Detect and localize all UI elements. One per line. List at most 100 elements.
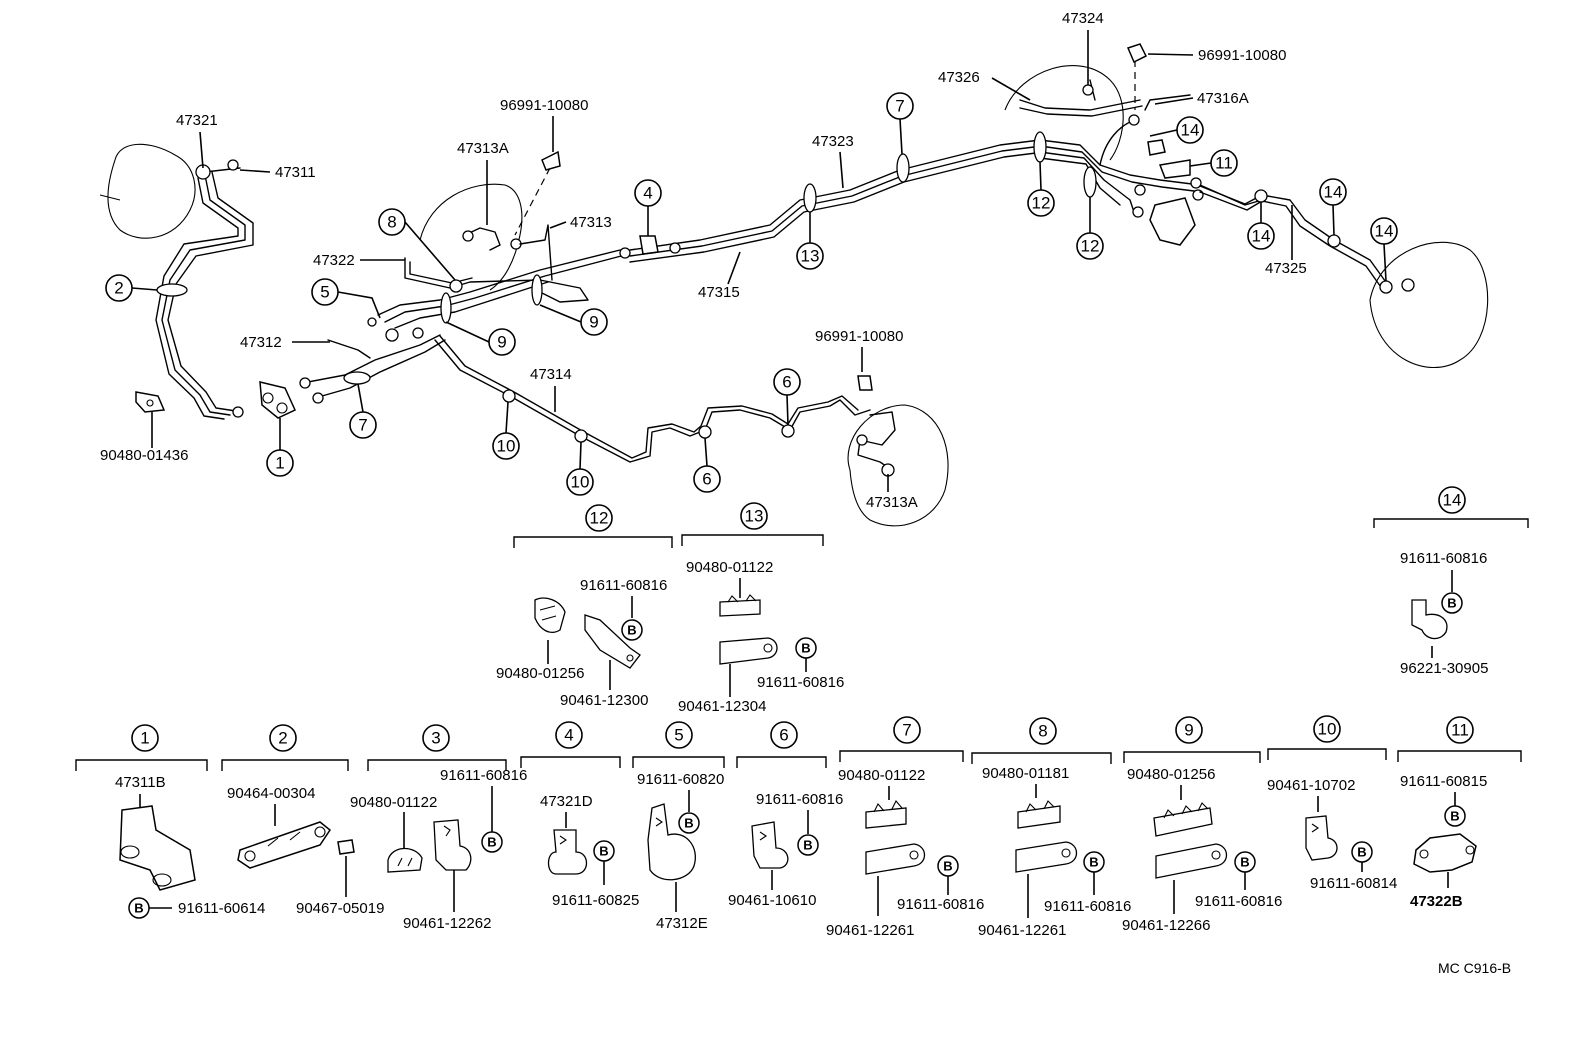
svg-text:9: 9: [497, 333, 506, 352]
svg-text:10: 10: [1318, 720, 1337, 739]
label-47325: 47325: [1265, 260, 1307, 277]
group-9-bolt-icon: B: [1234, 851, 1256, 873]
group-14-part-91611-60816: 91611-60816: [1400, 550, 1487, 567]
junction-block-1: [259, 381, 296, 419]
group-13-bolt-icon: B: [795, 637, 817, 659]
svg-text:3: 3: [431, 729, 440, 748]
group-13-part-90480-01122: 90480-01122: [686, 559, 773, 576]
group-8: 8 90480-01181 B 91611-60816 90461-12261: [971, 717, 1131, 939]
group-7: 7 90480-01122 B 91611-60816 90461-12261: [826, 716, 984, 939]
svg-text:2: 2: [278, 729, 287, 748]
svg-text:10: 10: [571, 473, 590, 492]
label-90480-01436: 90480-01436: [100, 447, 188, 464]
group-5-part-91611-60820: 91611-60820: [637, 771, 724, 788]
rear-left-brake-outline: [847, 375, 949, 527]
label-47313: 47313: [570, 214, 612, 231]
callout-11: 11: [1210, 149, 1238, 177]
callout-10a: 10: [492, 432, 520, 460]
group-1: 1 47311B B 91611-60614: [75, 724, 265, 919]
diagram-id: MC C916-B: [1438, 960, 1511, 976]
svg-text:B: B: [943, 859, 952, 874]
svg-text:14: 14: [1181, 121, 1200, 140]
svg-text:9: 9: [1184, 721, 1193, 740]
group-4-part-91611-60825: 91611-60825: [552, 892, 639, 909]
svg-text:7: 7: [902, 721, 911, 740]
group-7-part-91611-60816: 91611-60816: [897, 896, 984, 913]
front-brake-pipes-left: [155, 159, 254, 420]
grommet-90480-01436: [135, 391, 166, 413]
svg-text:12: 12: [590, 509, 609, 528]
group-9-number: 9: [1175, 716, 1203, 744]
group-7-number: 7: [893, 716, 921, 744]
label-47324: 47324: [1062, 10, 1104, 27]
group-5-number: 5: [665, 721, 693, 749]
svg-text:5: 5: [320, 283, 329, 302]
callout-9a: 9: [488, 328, 516, 356]
group-3-part-90461-12262: 90461-12262: [403, 915, 491, 932]
callout-12a: 12: [1027, 189, 1055, 217]
group-9-part-91611-60816: 91611-60816: [1195, 893, 1282, 910]
group-7-part-90480-01122: 90480-01122: [838, 767, 925, 784]
callout-14d: 14: [1370, 217, 1398, 245]
svg-text:11: 11: [1215, 154, 1233, 173]
group-14-part-96221-30905: 96221-30905: [1400, 660, 1488, 677]
group-4-number: 4: [555, 721, 583, 749]
callout-12b: 12: [1076, 232, 1104, 260]
label-47323: 47323: [812, 133, 854, 150]
master-cylinder-outline: [99, 143, 196, 239]
group-10-bolt-icon: B: [1351, 841, 1373, 863]
svg-text:8: 8: [387, 213, 396, 232]
svg-text:B: B: [1089, 855, 1098, 870]
callout-7a: 7: [349, 411, 377, 439]
group-6-part-90461-10610: 90461-10610: [728, 892, 816, 909]
group-2: 2 90464-00304 90467-05019: [221, 724, 384, 917]
group-11: 11 91611-60815 B 47322B: [1397, 716, 1522, 910]
group-12-part-91611-60816: 91611-60816: [580, 577, 667, 594]
group-1-number: 1: [131, 724, 159, 752]
svg-text:14: 14: [1252, 227, 1271, 246]
group-10-number: 10: [1313, 715, 1341, 743]
svg-text:B: B: [599, 844, 608, 859]
group-1-part-47311B: 47311B: [115, 774, 166, 791]
callout-6b: 6: [693, 465, 721, 493]
group-6-number: 6: [770, 721, 798, 749]
group-12-bolt-icon: B: [621, 619, 643, 641]
callout-4: 4: [634, 179, 662, 207]
svg-text:6: 6: [782, 373, 791, 392]
svg-text:4: 4: [643, 184, 652, 203]
svg-text:B: B: [1357, 845, 1366, 860]
group-13-number: 13: [740, 502, 768, 530]
group-10-part-90461-10702: 90461-10702: [1267, 777, 1355, 794]
svg-text:1: 1: [275, 454, 284, 473]
group-1-part-91611-60614: 91611-60614: [178, 900, 265, 917]
svg-text:12: 12: [1032, 194, 1051, 213]
callout-10b: 10: [566, 468, 594, 496]
svg-text:12: 12: [1081, 237, 1100, 256]
group-11-part-91611-60815: 91611-60815: [1400, 773, 1487, 790]
group-3: 3 91611-60816 B 90480-01122 90461-12262: [350, 724, 527, 932]
group-11-part-47322B: 47322B: [1410, 893, 1463, 910]
group-11-number: 11: [1446, 716, 1474, 744]
group-10: 10 90461-10702 B 91611-60814: [1267, 715, 1397, 892]
label-47313A-bottom: 47313A: [866, 494, 918, 511]
group-8-part-91611-60816: 91611-60816: [1044, 898, 1131, 915]
svg-text:B: B: [1240, 855, 1249, 870]
svg-text:B: B: [487, 835, 496, 850]
svg-text:6: 6: [779, 726, 788, 745]
group-6-part-91611-60816: 91611-60816: [756, 791, 843, 808]
callout-2: 2: [105, 274, 133, 302]
group-5-part-47312E: 47312E: [656, 915, 708, 932]
label-47312: 47312: [240, 334, 282, 351]
group-11-bolt-icon: B: [1444, 805, 1466, 827]
group-2-part-90467-05019: 90467-05019: [296, 900, 384, 917]
callout-8: 8: [378, 208, 406, 236]
group-2-part-90464-00304: 90464-00304: [227, 785, 315, 802]
group-4-bolt-icon: B: [593, 840, 615, 862]
group-7-bolt-icon: B: [937, 855, 959, 877]
label-47315: 47315: [698, 284, 740, 301]
group-4-part-47321D: 47321D: [540, 793, 593, 810]
group-13-part-90461-12304: 90461-12304: [678, 698, 766, 715]
group-3-part-90480-01122: 90480-01122: [350, 794, 437, 811]
svg-text:B: B: [1450, 809, 1459, 824]
group-14: 14 91611-60816 B 96221-30905: [1373, 486, 1529, 677]
